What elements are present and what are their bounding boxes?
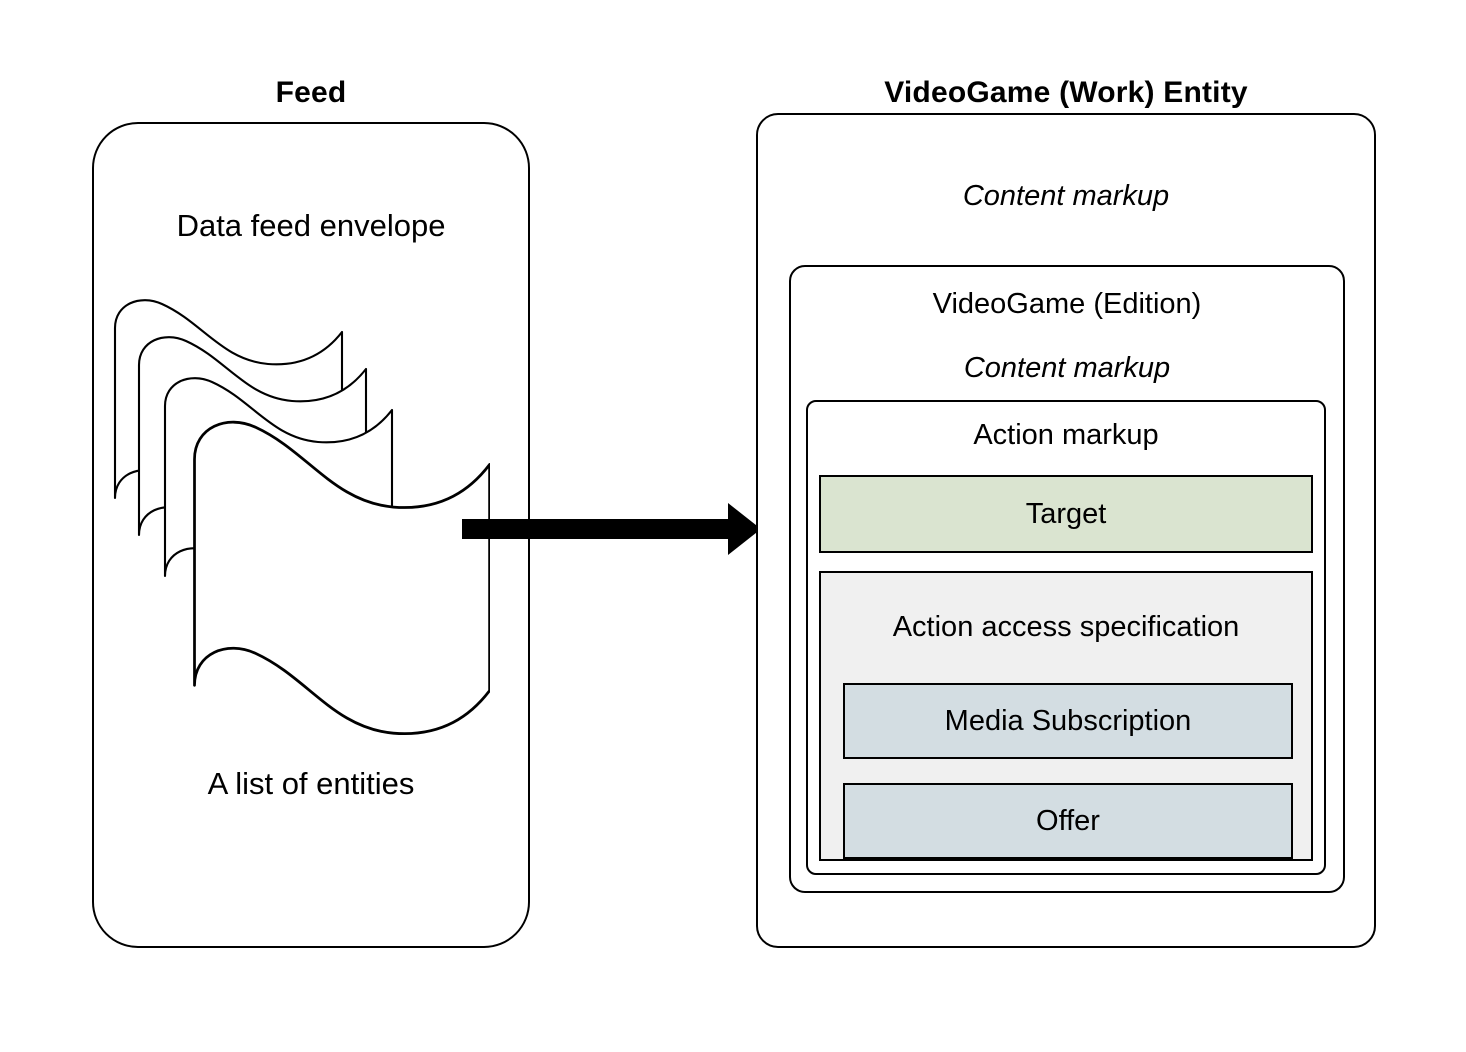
action-access-specification-label: Action access specification: [892, 611, 1240, 643]
videogame-edition-label: VideoGame (Edition): [932, 288, 1202, 320]
list-of-entities-label: A list of entities: [207, 766, 415, 801]
feed-to-entity-arrow: [462, 503, 761, 555]
data-feed-envelope-label: Data feed envelope: [176, 208, 446, 243]
edition-content-markup-label: Content markup: [963, 352, 1171, 384]
target-box: Target: [819, 475, 1313, 553]
document-stack-icon: [113, 299, 490, 736]
feed-panel-title: Feed: [275, 76, 347, 109]
media-subscription-box: Media Subscription: [843, 683, 1293, 759]
work-content-markup-label: Content markup: [962, 180, 1170, 212]
action-markup-label: Action markup: [973, 419, 1159, 451]
videogame-work-entity-title: VideoGame (Work) Entity: [884, 76, 1248, 109]
offer-box: Offer: [843, 783, 1293, 859]
